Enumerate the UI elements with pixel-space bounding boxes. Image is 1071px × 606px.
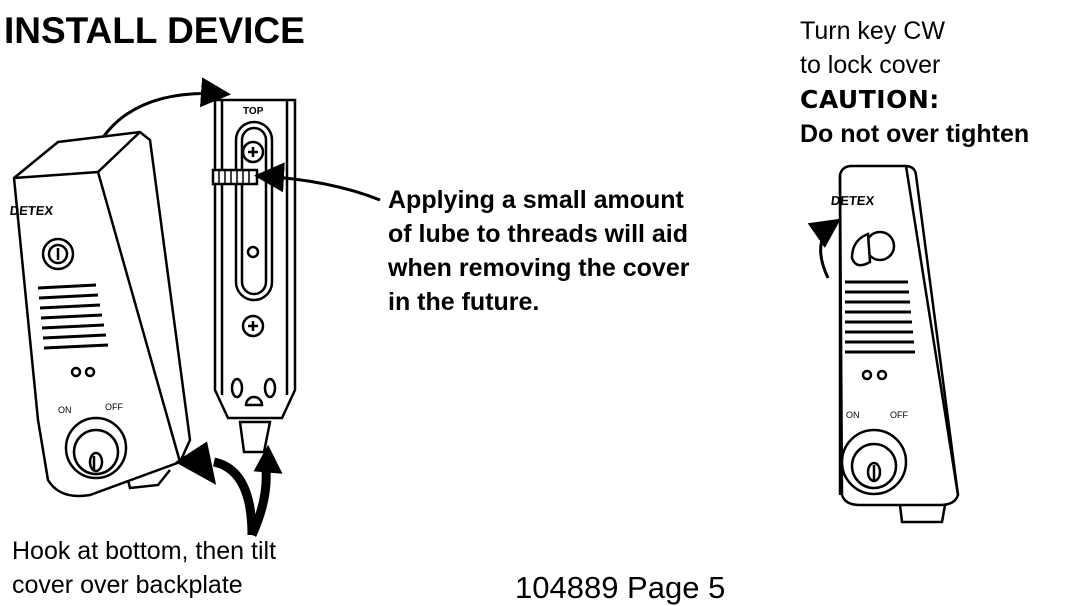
top-label: TOP <box>243 106 264 117</box>
lock-line-2: to lock cover <box>800 51 941 79</box>
lock-line-1: Turn key CW <box>800 17 945 45</box>
device-cover-left: DETEX ON OFF <box>9 130 192 498</box>
hook-arrow-body <box>212 457 257 536</box>
lube-line-2: of lube to threads will aid <box>388 220 689 248</box>
switch-on-label: ON <box>58 405 72 415</box>
device-installed-right: DETEX ON OFF <box>830 164 960 524</box>
switch-off-label-right: OFF <box>890 410 908 420</box>
brand-label-right: DETEX <box>830 193 875 208</box>
tilt-arrow <box>102 77 231 137</box>
backplate: TOP <box>211 98 297 454</box>
switch-on-label-right: ON <box>846 410 860 420</box>
lube-line-4: in the future. <box>388 288 540 316</box>
lube-line-3: when removing the cover <box>388 254 690 282</box>
lube-pointer-arrow <box>254 162 381 202</box>
page-title: INSTALL DEVICE <box>4 10 305 51</box>
page-number: 104889 Page 5 <box>515 570 726 605</box>
lock-instruction: Turn key CW to lock cover <box>800 14 945 82</box>
hook-arrow-head-right <box>253 444 283 474</box>
lube-line-1: Applying a small amount <box>388 186 684 214</box>
caution-label: CAUTION: <box>800 85 940 114</box>
clockwise-arrow <box>807 218 841 279</box>
hook-line-1: Hook at bottom, then tilt <box>12 537 277 565</box>
hook-arrow-body-2 <box>247 469 271 537</box>
hook-line-2: cover over backplate <box>12 571 243 599</box>
lube-instruction: Applying a small amount of lube to threa… <box>388 183 689 319</box>
switch-off-label: OFF <box>105 402 123 412</box>
hook-instruction: Hook at bottom, then tilt cover over bac… <box>12 534 276 602</box>
hook-arrow-head-left <box>175 441 217 485</box>
brand-label: DETEX <box>9 203 54 218</box>
caution-warning: Do not over tighten <box>800 120 1030 148</box>
